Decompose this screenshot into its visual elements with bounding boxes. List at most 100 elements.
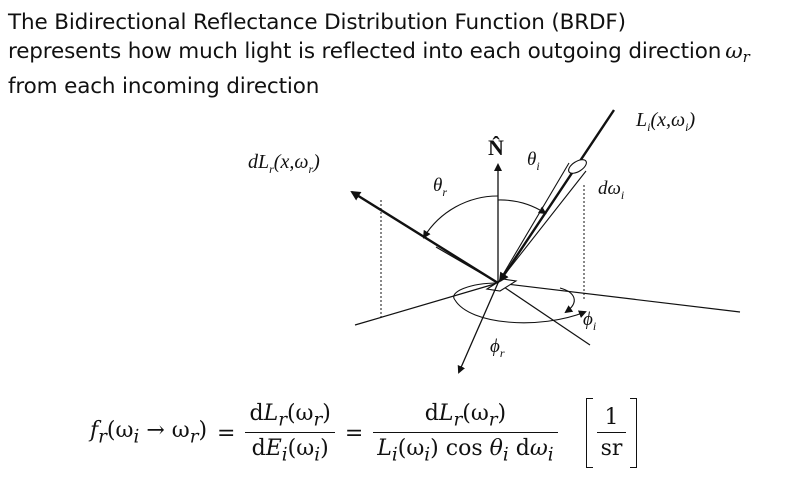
domega-sub: i	[621, 188, 624, 202]
equals-sign-1: =	[217, 420, 236, 446]
reflected-radiance-close: )	[312, 151, 320, 173]
f2d-theta-sub: i	[502, 444, 509, 466]
normal-label: N̂	[488, 135, 504, 160]
f2n-d: d	[424, 400, 439, 426]
fraction-1-denominator: dEi(ωi)	[248, 436, 333, 465]
fraction-2-denominator: Li(ωi) cos θi dωi	[373, 436, 557, 465]
lhs-f: f	[90, 418, 99, 444]
surface-line-front	[497, 282, 591, 346]
fraction-radiance-cos: dLr(ωr) Li(ωi) cos θi dωi	[373, 401, 558, 465]
theta-r-glyph: θ	[433, 175, 442, 196]
incident-radiance-args-sub: i	[685, 120, 688, 134]
formula-lhs: fr(ωi → ωr)	[90, 418, 207, 447]
reflected-ray	[350, 190, 499, 285]
f2d-L: L	[377, 436, 392, 461]
phi-r-glyph: ϕ	[490, 336, 500, 357]
domega-label: dωi	[598, 178, 624, 202]
theta-i-label: θi	[527, 149, 540, 173]
intro-line-1: The Bidirectional Reflectance Distributi…	[8, 10, 626, 35]
incident-radiance-L: L	[635, 109, 647, 131]
unit-bracket: 1 sr	[585, 398, 638, 468]
fraction-1-numerator: dLr(ωr)	[245, 401, 334, 430]
lhs-arrow: → ω	[139, 418, 190, 444]
f1n-d: d	[249, 400, 264, 426]
fraction-2-numerator: dLr(ωr)	[421, 401, 510, 430]
intro-text: The Bidirectional Reflectance Distributi…	[8, 8, 788, 101]
incident-radiance-sub: i	[647, 120, 650, 134]
f2d-d: d	[508, 436, 530, 461]
reflected-radiance-args: (x,ω	[274, 151, 309, 173]
phi-r-sub: r	[500, 346, 505, 360]
lhs-close: )	[198, 418, 208, 444]
lhs-args-sub-r: r	[189, 426, 199, 448]
theta-r-sub: r	[442, 185, 447, 199]
f1d-args: (ω	[287, 436, 315, 461]
phi-i-sub: i	[593, 319, 596, 333]
f2n-args-sub: r	[488, 409, 498, 430]
f1n-L: L	[263, 400, 279, 426]
reflected-radiance-dL: dL	[248, 151, 269, 173]
f1n-args-sub: r	[313, 409, 323, 430]
incident-radiance-args: (x,ω	[650, 109, 685, 131]
intro-line-2: represents how much light is reflected i…	[8, 37, 788, 72]
f2n-close: )	[497, 400, 507, 426]
f1d-d: d	[251, 436, 266, 461]
theta-i-sub: i	[536, 159, 539, 173]
theta-r-label: θr	[433, 175, 447, 199]
f1d-close: )	[320, 436, 329, 461]
fraction-radiance-irradiance: dLr(ωr) dEi(ωi)	[245, 401, 335, 465]
f2d-sub: i	[391, 444, 398, 466]
phi-i-glyph: ϕ	[583, 309, 593, 330]
theta-r-arc	[422, 195, 499, 239]
formula-row: fr(ωi → ωr) = dLr(ωr) dEi(ωi) = dLr(ωr) …	[40, 388, 780, 478]
surface-line-left	[354, 282, 499, 326]
f2n-args: (ω	[462, 400, 489, 426]
fraction-2-bar	[373, 432, 558, 433]
f2d-omega: ω	[529, 436, 548, 461]
phi-i-arc	[559, 287, 575, 314]
f1n-sub: r	[278, 409, 287, 430]
unit-numerator: 1	[604, 405, 619, 430]
brdf-formula: fr(ωi → ωr) = dLr(ωr) dEi(ωi) = dLr(ωr) …	[40, 388, 780, 478]
intro-line-3: from each incoming direction	[8, 74, 320, 99]
f1d-args-sub: i	[314, 444, 321, 466]
f2d-args: (ω	[397, 436, 425, 461]
omega-r-symbol: ωr	[725, 39, 750, 66]
omega-glyph: ω	[725, 39, 743, 64]
omega-sub: r	[742, 48, 750, 66]
cone-cap	[568, 159, 587, 174]
lhs-args-sub-i: i	[133, 426, 140, 448]
phi-r-label: ϕr	[490, 336, 505, 360]
f2d-cos: cos	[438, 436, 490, 461]
incident-radiance-close: )	[687, 109, 695, 131]
f2n-sub: r	[453, 409, 463, 430]
equals-sign-2: =	[344, 420, 364, 446]
phi-r-arc-start	[453, 282, 499, 301]
unit-fraction: 1 sr	[593, 398, 631, 468]
f2d-close: )	[430, 436, 439, 461]
domega-glyph: dω	[598, 178, 621, 199]
lhs-args: (ω	[106, 418, 134, 444]
cone-edge-left	[497, 162, 570, 284]
f2d-theta: θ	[489, 436, 503, 461]
unit-denominator: sr	[600, 436, 623, 461]
f1d-E: E	[265, 436, 282, 461]
bracket-right	[630, 398, 638, 468]
f2d-omega-sub: i	[547, 444, 554, 466]
f2d-args-sub: i	[424, 444, 431, 466]
incident-ray	[498, 109, 615, 283]
phi-i-label: ϕi	[583, 309, 596, 333]
f1d-sub: i	[281, 444, 288, 466]
lhs-f-sub: r	[98, 426, 107, 448]
f1n-args: (ω	[286, 400, 314, 426]
theta-i-glyph: θ	[527, 149, 536, 170]
intro-line-2-text: represents how much light is reflected i…	[8, 39, 722, 64]
bracket-left	[585, 398, 593, 468]
phi-r-arc	[454, 299, 587, 324]
incident-radiance-label: Li(x,ωi)	[635, 109, 695, 134]
fraction-1-bar	[245, 432, 335, 433]
reflected-radiance-sub: r	[269, 162, 274, 176]
reflected-radiance-label: dLr(x,ωr)	[248, 151, 320, 176]
f1n-close: )	[322, 400, 331, 426]
